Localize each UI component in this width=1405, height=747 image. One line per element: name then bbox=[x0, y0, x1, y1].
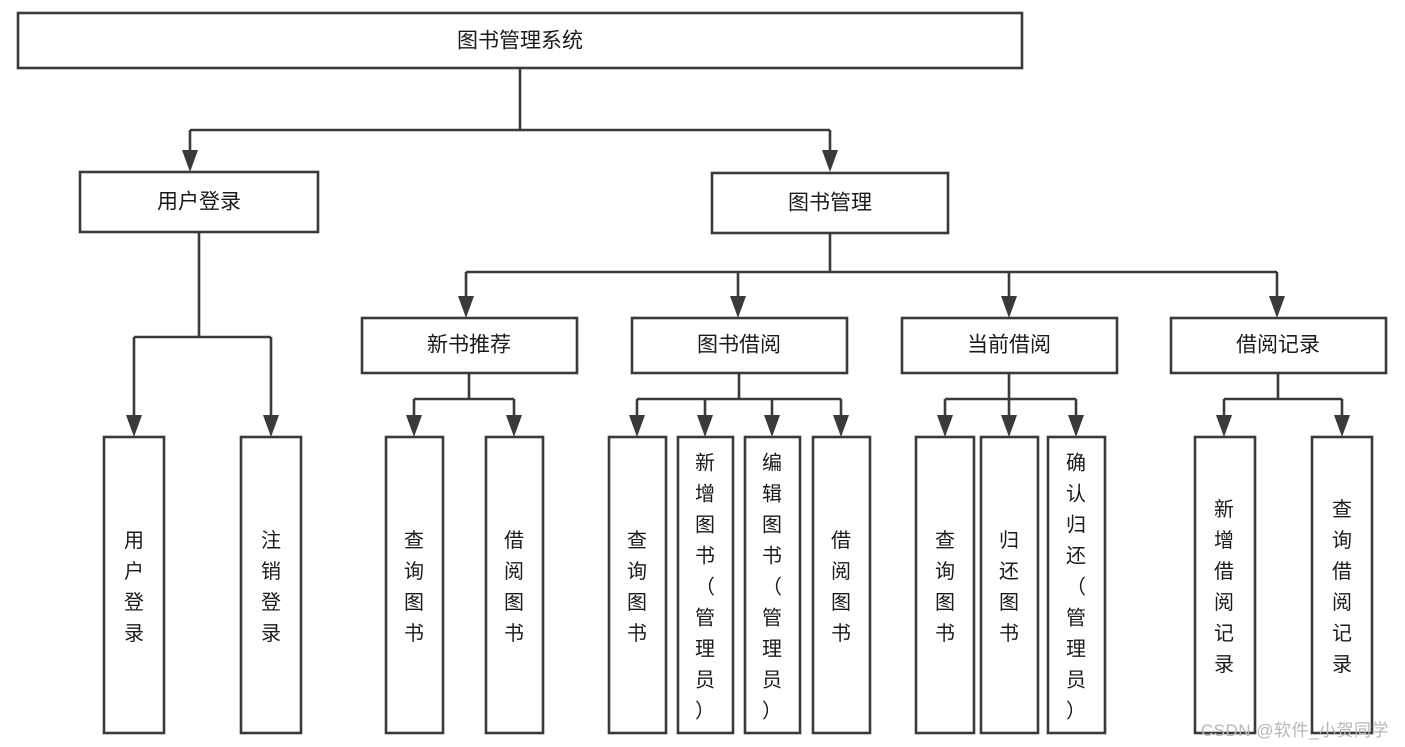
arrow-head-icon bbox=[406, 415, 422, 437]
node-book-mgmt-box[interactable] bbox=[710, 171, 950, 235]
leaf-borrow-query[interactable] bbox=[607, 435, 668, 735]
leaf-borrow-edit-label: 编辑图书（管理员） bbox=[762, 452, 782, 723]
arrow-head-icon bbox=[822, 150, 838, 172]
node-new-book-rec[interactable]: 新书推荐 bbox=[360, 316, 579, 375]
leaf-user-login-box[interactable] bbox=[102, 435, 166, 735]
arrow-head-icon bbox=[937, 415, 953, 437]
leaf-current-confirm[interactable] bbox=[1046, 435, 1107, 735]
leaf-current-return[interactable] bbox=[979, 435, 1040, 735]
leaf-record-query-label: 查询借阅记录 bbox=[1332, 498, 1352, 676]
leaf-borrow-query-box[interactable] bbox=[607, 435, 668, 735]
node-root-box[interactable] bbox=[16, 11, 1024, 70]
leaf-record-add-box[interactable] bbox=[1193, 435, 1257, 735]
node-borrow-record[interactable]: 借阅记录 bbox=[1169, 316, 1388, 375]
arrow-head-icon bbox=[182, 150, 198, 172]
leaf-borrow-lend-label: 借阅图书 bbox=[831, 529, 851, 645]
leaf-user-login[interactable] bbox=[102, 435, 166, 735]
arrow-head-icon bbox=[1334, 415, 1350, 437]
node-book-borrow[interactable]: 图书借阅 bbox=[630, 316, 849, 375]
leaf-newbook-borrow-label: 借阅图书 bbox=[504, 529, 524, 645]
arrow-head-icon bbox=[1001, 415, 1017, 437]
arrow-head-icon bbox=[1068, 415, 1084, 437]
node-root-label: 图书管理系统 bbox=[457, 30, 583, 53]
arrow-head-icon bbox=[263, 415, 279, 437]
leaf-borrow-add[interactable] bbox=[676, 435, 735, 735]
arrow-head-icon bbox=[1269, 296, 1285, 318]
leaf-current-confirm-label: 确认归还（管理员） bbox=[1066, 452, 1086, 723]
leaf-borrow-edit-box[interactable] bbox=[743, 435, 802, 735]
leaf-user-logout-box[interactable] bbox=[239, 435, 303, 735]
node-current-borrow[interactable]: 当前借阅 bbox=[900, 316, 1119, 375]
leaf-user-logout[interactable] bbox=[239, 435, 303, 735]
node-user-login-label: 用户登录 bbox=[157, 191, 241, 214]
leaf-current-query-label: 查询图书 bbox=[935, 529, 955, 645]
arrow-head-icon bbox=[764, 415, 780, 437]
node-new-book-rec-label: 新书推荐 bbox=[427, 334, 511, 357]
arrow-head-icon bbox=[506, 415, 522, 437]
leaf-borrow-lend-box[interactable] bbox=[811, 435, 872, 735]
arrow-head-icon bbox=[126, 415, 142, 437]
node-current-borrow-label: 当前借阅 bbox=[967, 334, 1051, 357]
node-user-login[interactable]: 用户登录 bbox=[78, 170, 320, 234]
leaf-current-return-label: 归还图书 bbox=[999, 529, 1019, 645]
node-new-book-rec-box[interactable] bbox=[360, 316, 579, 375]
node-root[interactable]: 图书管理系统 bbox=[16, 11, 1024, 70]
leaf-current-confirm-box[interactable] bbox=[1046, 435, 1107, 735]
leaf-record-query[interactable] bbox=[1310, 435, 1374, 735]
leaf-newbook-query-box[interactable] bbox=[384, 435, 445, 735]
leaf-borrow-query-label: 查询图书 bbox=[627, 529, 647, 645]
leaf-record-add[interactable] bbox=[1193, 435, 1257, 735]
leaf-borrow-add-box[interactable] bbox=[676, 435, 735, 735]
leaf-newbook-query-label: 查询图书 bbox=[404, 529, 424, 645]
leaf-current-query-box[interactable] bbox=[914, 435, 976, 735]
leaf-borrow-lend[interactable] bbox=[811, 435, 872, 735]
arrow-head-icon bbox=[629, 415, 645, 437]
connectors bbox=[126, 68, 1350, 437]
node-book-mgmt-label: 图书管理 bbox=[788, 192, 872, 215]
node-book-borrow-box[interactable] bbox=[630, 316, 849, 375]
arrow-head-icon bbox=[697, 415, 713, 437]
leaf-borrow-add-label: 新增图书（管理员） bbox=[695, 452, 715, 723]
leaf-newbook-borrow[interactable] bbox=[484, 435, 545, 735]
arrow-head-icon bbox=[833, 415, 849, 437]
arrow-head-icon bbox=[1216, 415, 1232, 437]
leaf-user-login-label: 用户登录 bbox=[124, 530, 144, 645]
node-current-borrow-box[interactable] bbox=[900, 316, 1119, 375]
leaf-current-return-box[interactable] bbox=[979, 435, 1040, 735]
leaf-labels: 用户登录 注销登录 查询图书 借阅图书 查询图书 新增图书（管理员） 编辑图书（… bbox=[124, 452, 1352, 723]
leaf-borrow-edit[interactable] bbox=[743, 435, 802, 735]
arrow-head-icon bbox=[1001, 296, 1017, 318]
node-book-borrow-label: 图书借阅 bbox=[697, 334, 781, 357]
node-borrow-record-box[interactable] bbox=[1169, 316, 1388, 375]
leaf-user-logout-label: 注销登录 bbox=[261, 529, 281, 645]
leaf-newbook-query[interactable] bbox=[384, 435, 445, 735]
leaf-record-add-label: 新增借阅记录 bbox=[1214, 498, 1234, 676]
node-borrow-record-label: 借阅记录 bbox=[1236, 334, 1320, 357]
leaf-current-query[interactable] bbox=[914, 435, 976, 735]
arrow-head-icon bbox=[730, 296, 746, 318]
arrow-head-icon bbox=[458, 296, 474, 318]
node-user-login-box[interactable] bbox=[78, 170, 320, 234]
leaf-record-query-box[interactable] bbox=[1310, 435, 1374, 735]
watermark-text: CSDN @软件_小贺同学 bbox=[1200, 721, 1389, 740]
node-book-mgmt[interactable]: 图书管理 bbox=[710, 171, 950, 235]
leaf-newbook-borrow-box[interactable] bbox=[484, 435, 545, 735]
